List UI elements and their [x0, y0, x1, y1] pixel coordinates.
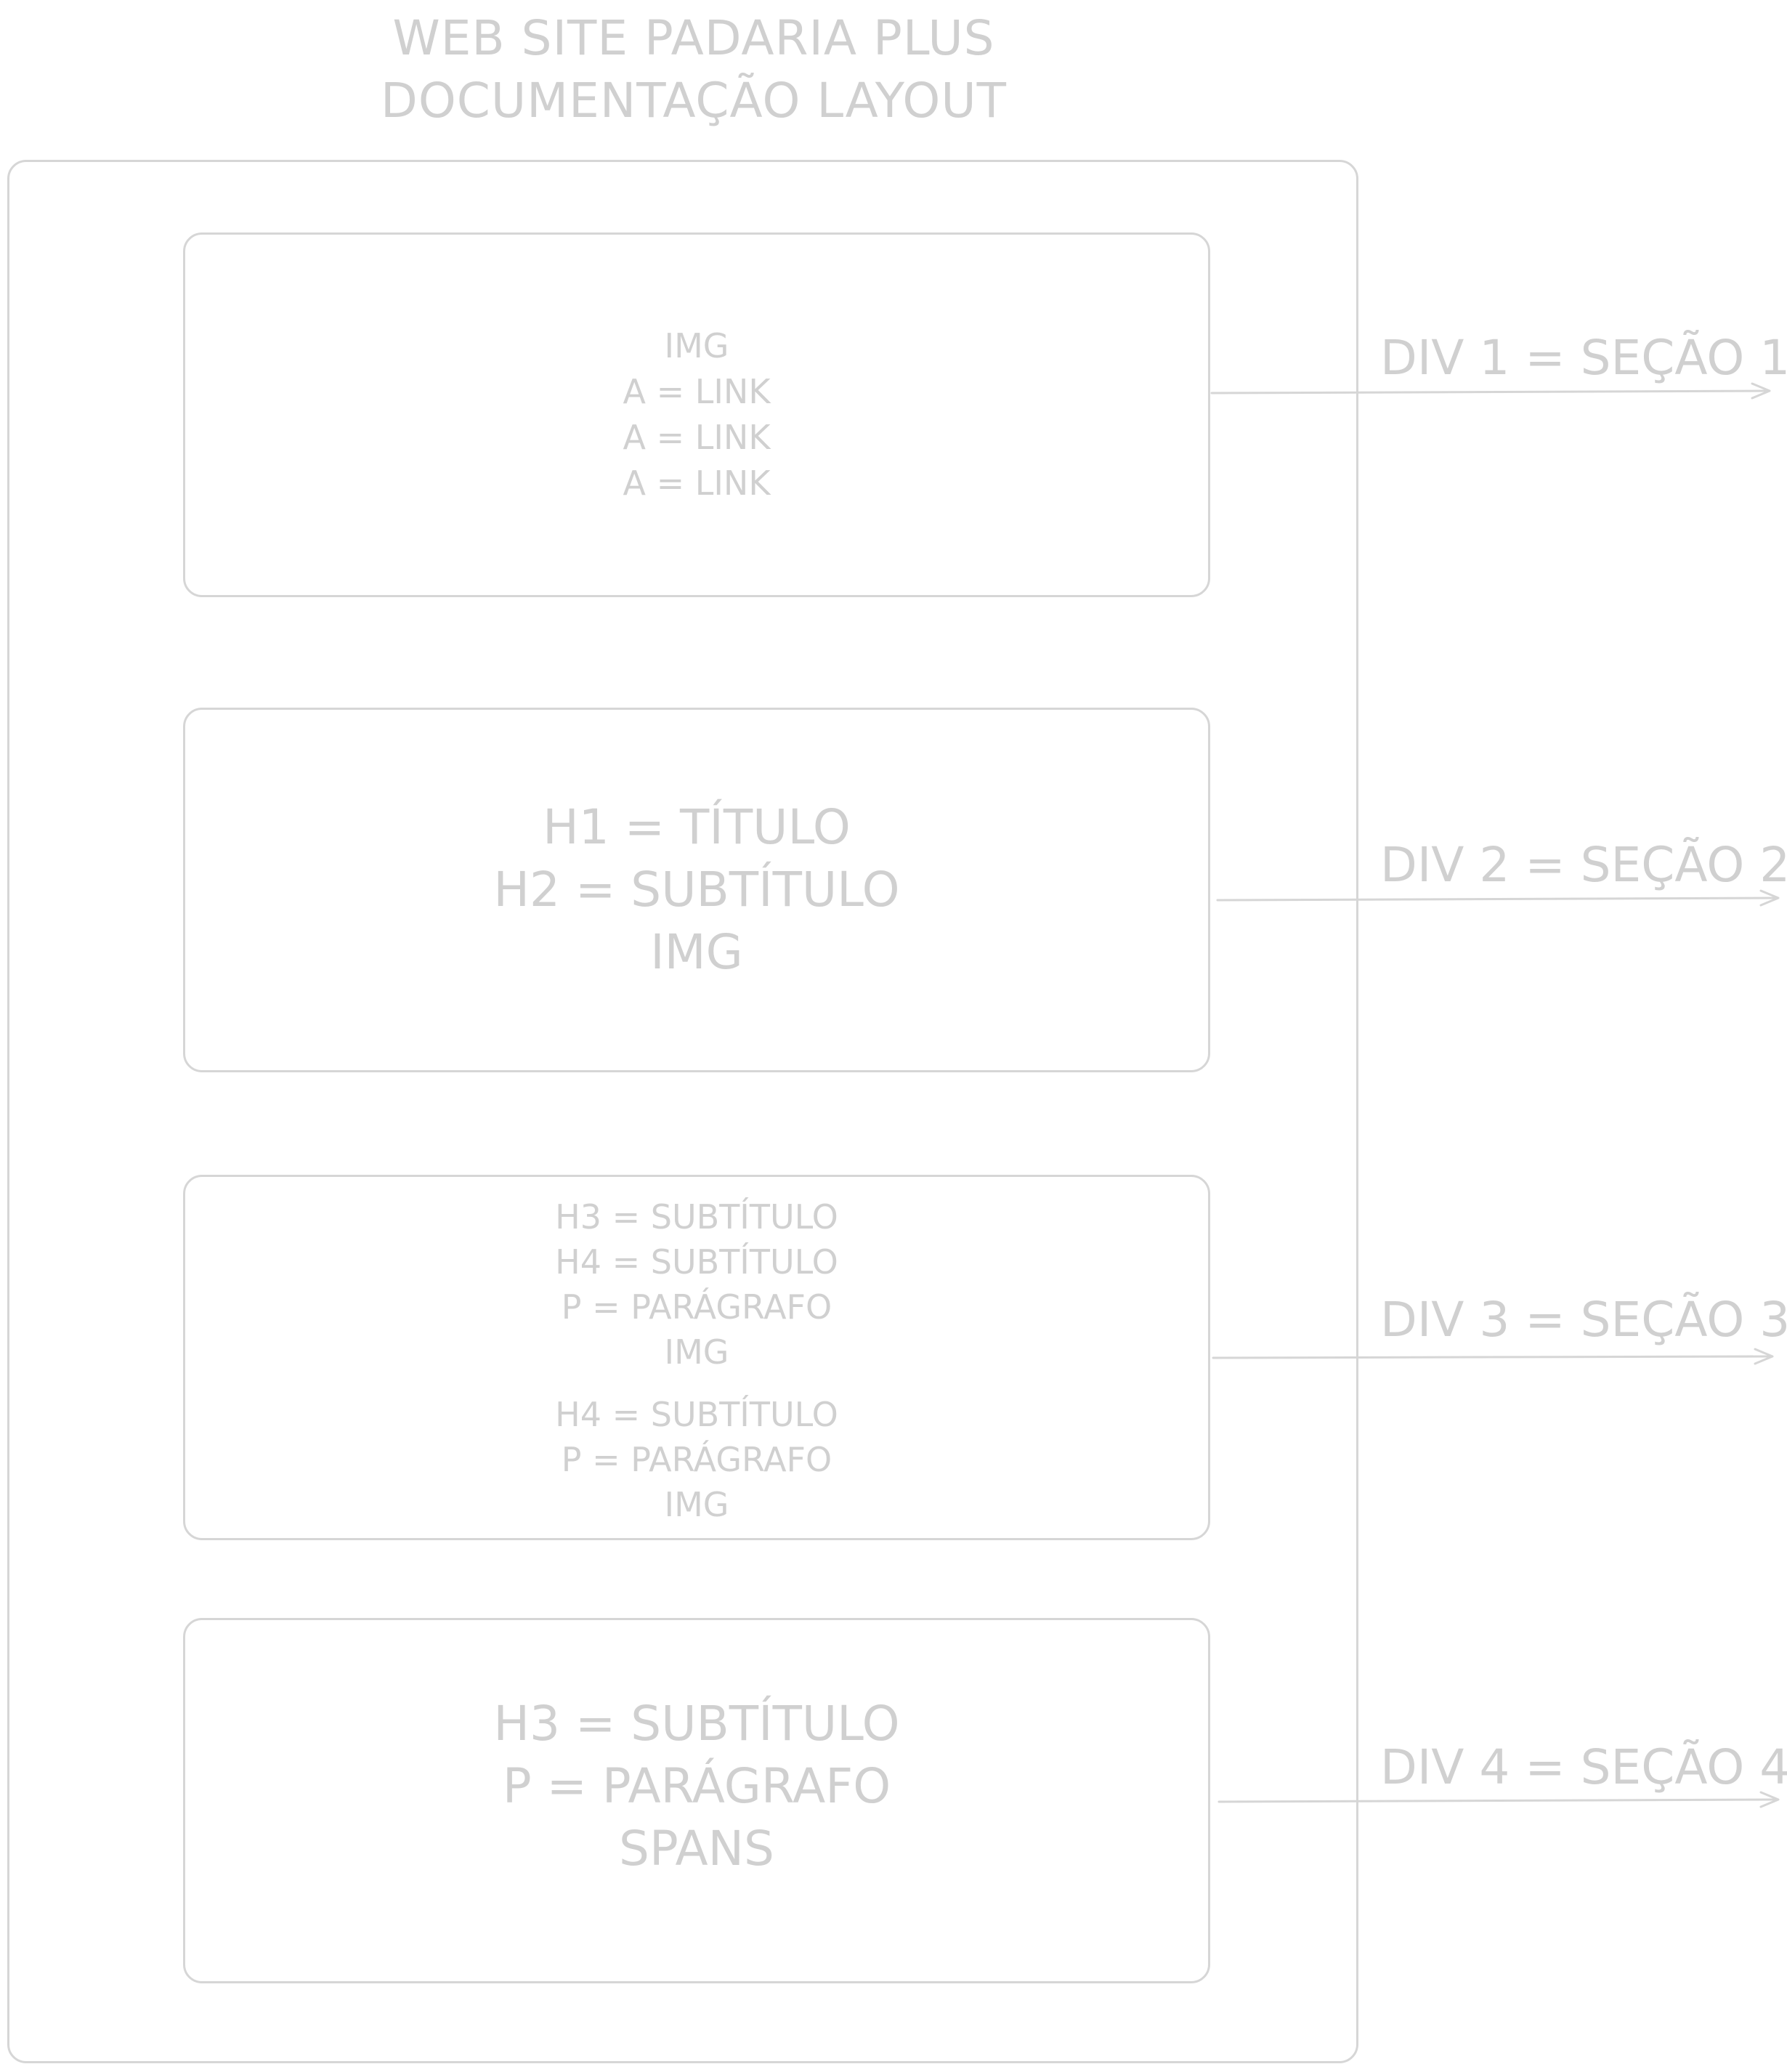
section-3-line: IMG: [664, 1485, 729, 1524]
section-2-line: IMG: [650, 924, 743, 980]
section-1-line: A = LINK: [623, 464, 771, 503]
section-3-box: H3 = SUBTÍTULO H4 = SUBTÍTULO P = PARÁGR…: [183, 1175, 1210, 1540]
section-3-line: H4 = SUBTÍTULO: [555, 1242, 838, 1282]
section-4-line: H3 = SUBTÍTULO: [493, 1695, 900, 1752]
section-4-line: SPANS: [619, 1820, 774, 1877]
section-3-label: DIV 3 = SEÇÃO 3: [1380, 1292, 1787, 1348]
title-line-2: DOCUMENTAÇÃO LAYOUT: [381, 73, 1007, 129]
section-4-label: DIV 4 = SEÇÃO 4: [1380, 1739, 1787, 1795]
section-3-line: H4 = SUBTÍTULO: [555, 1395, 838, 1434]
section-3-line: P = PARÁGRAFO: [561, 1440, 832, 1479]
section-1-line: A = LINK: [623, 418, 771, 457]
section-2-label: DIV 2 = SEÇÃO 2: [1380, 837, 1787, 893]
section-3-line: P = PARÁGRAFO: [561, 1287, 832, 1327]
section-2-box: H1 = TÍTULO H2 = SUBTÍTULO IMG: [183, 708, 1210, 1072]
section-1-line: IMG: [664, 326, 729, 365]
section-4-line: P = PARÁGRAFO: [502, 1757, 891, 1814]
section-1-label: DIV 1 = SEÇÃO 1: [1380, 330, 1787, 386]
section-3-line: IMG: [664, 1332, 729, 1372]
section-1-line: A = LINK: [623, 372, 771, 411]
section-3-line: H3 = SUBTÍTULO: [555, 1197, 838, 1237]
section-2-line: H2 = SUBTÍTULO: [493, 862, 900, 918]
section-1-box: IMG A = LINK A = LINK A = LINK: [183, 232, 1210, 597]
title-line-1: WEB SITE PADARIA PLUS: [392, 10, 995, 66]
section-2-line: H1 = TÍTULO: [543, 799, 851, 855]
page-container-box: [7, 160, 1358, 2063]
section-4-box: H3 = SUBTÍTULO P = PARÁGRAFO SPANS: [183, 1618, 1210, 1983]
diagram-title: WEB SITE PADARIA PLUS DOCUMENTAÇÃO LAYOU…: [218, 7, 1170, 132]
